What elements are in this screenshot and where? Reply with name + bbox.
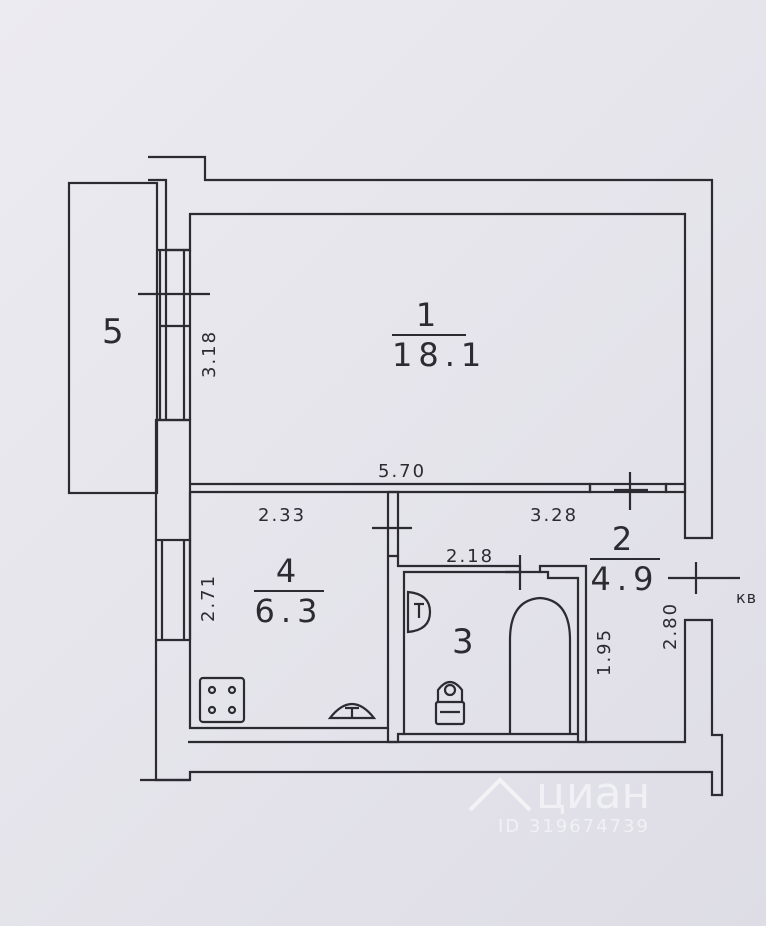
balcony-outline: [67, 181, 159, 495]
watermark-brand: циан: [536, 768, 651, 819]
wall-room1-bottom: [190, 482, 592, 494]
dim-room2-width: 3.28: [530, 505, 579, 526]
dim-room1-height: 3.18: [199, 329, 220, 378]
exit-label: кв: [736, 588, 758, 607]
dim-room4-width: 2.33: [258, 505, 307, 526]
dim-room1-width: 5.70: [378, 461, 427, 482]
watermark-logo: [468, 777, 532, 812]
room2-label: 2 4.9: [590, 522, 660, 596]
stove: [198, 676, 246, 724]
toilet: [434, 680, 466, 726]
room3-label: 3: [452, 622, 478, 662]
dim-room3-height: 1.95: [594, 627, 615, 676]
kitchen-sink: [327, 702, 377, 720]
room4-number: 4: [275, 552, 303, 590]
sink: [406, 590, 432, 634]
room4-area: 6.3: [254, 592, 324, 630]
watermark-id: ID 319674739: [498, 816, 650, 837]
room1-label: 1 18.1: [392, 296, 488, 374]
dim-room2-height: 2.80: [660, 601, 681, 650]
dim-room3-width: 2.18: [446, 546, 495, 567]
outer-wall-top: [148, 155, 714, 540]
room5-label: 5: [102, 312, 128, 352]
bathtub: [508, 596, 572, 734]
window-room4: [154, 540, 192, 642]
wall-room3: [386, 554, 522, 744]
room1-area: 18.1: [392, 336, 488, 374]
room4-label: 4 6.3: [254, 554, 324, 628]
room2-area: 4.9: [590, 560, 660, 598]
room1-number: 1: [415, 296, 443, 334]
dim-room4-height: 2.71: [198, 573, 219, 622]
wall-pier: [154, 418, 192, 542]
window-room1: [138, 248, 210, 422]
room2-number: 2: [611, 520, 639, 558]
wall-room4: [188, 492, 390, 730]
